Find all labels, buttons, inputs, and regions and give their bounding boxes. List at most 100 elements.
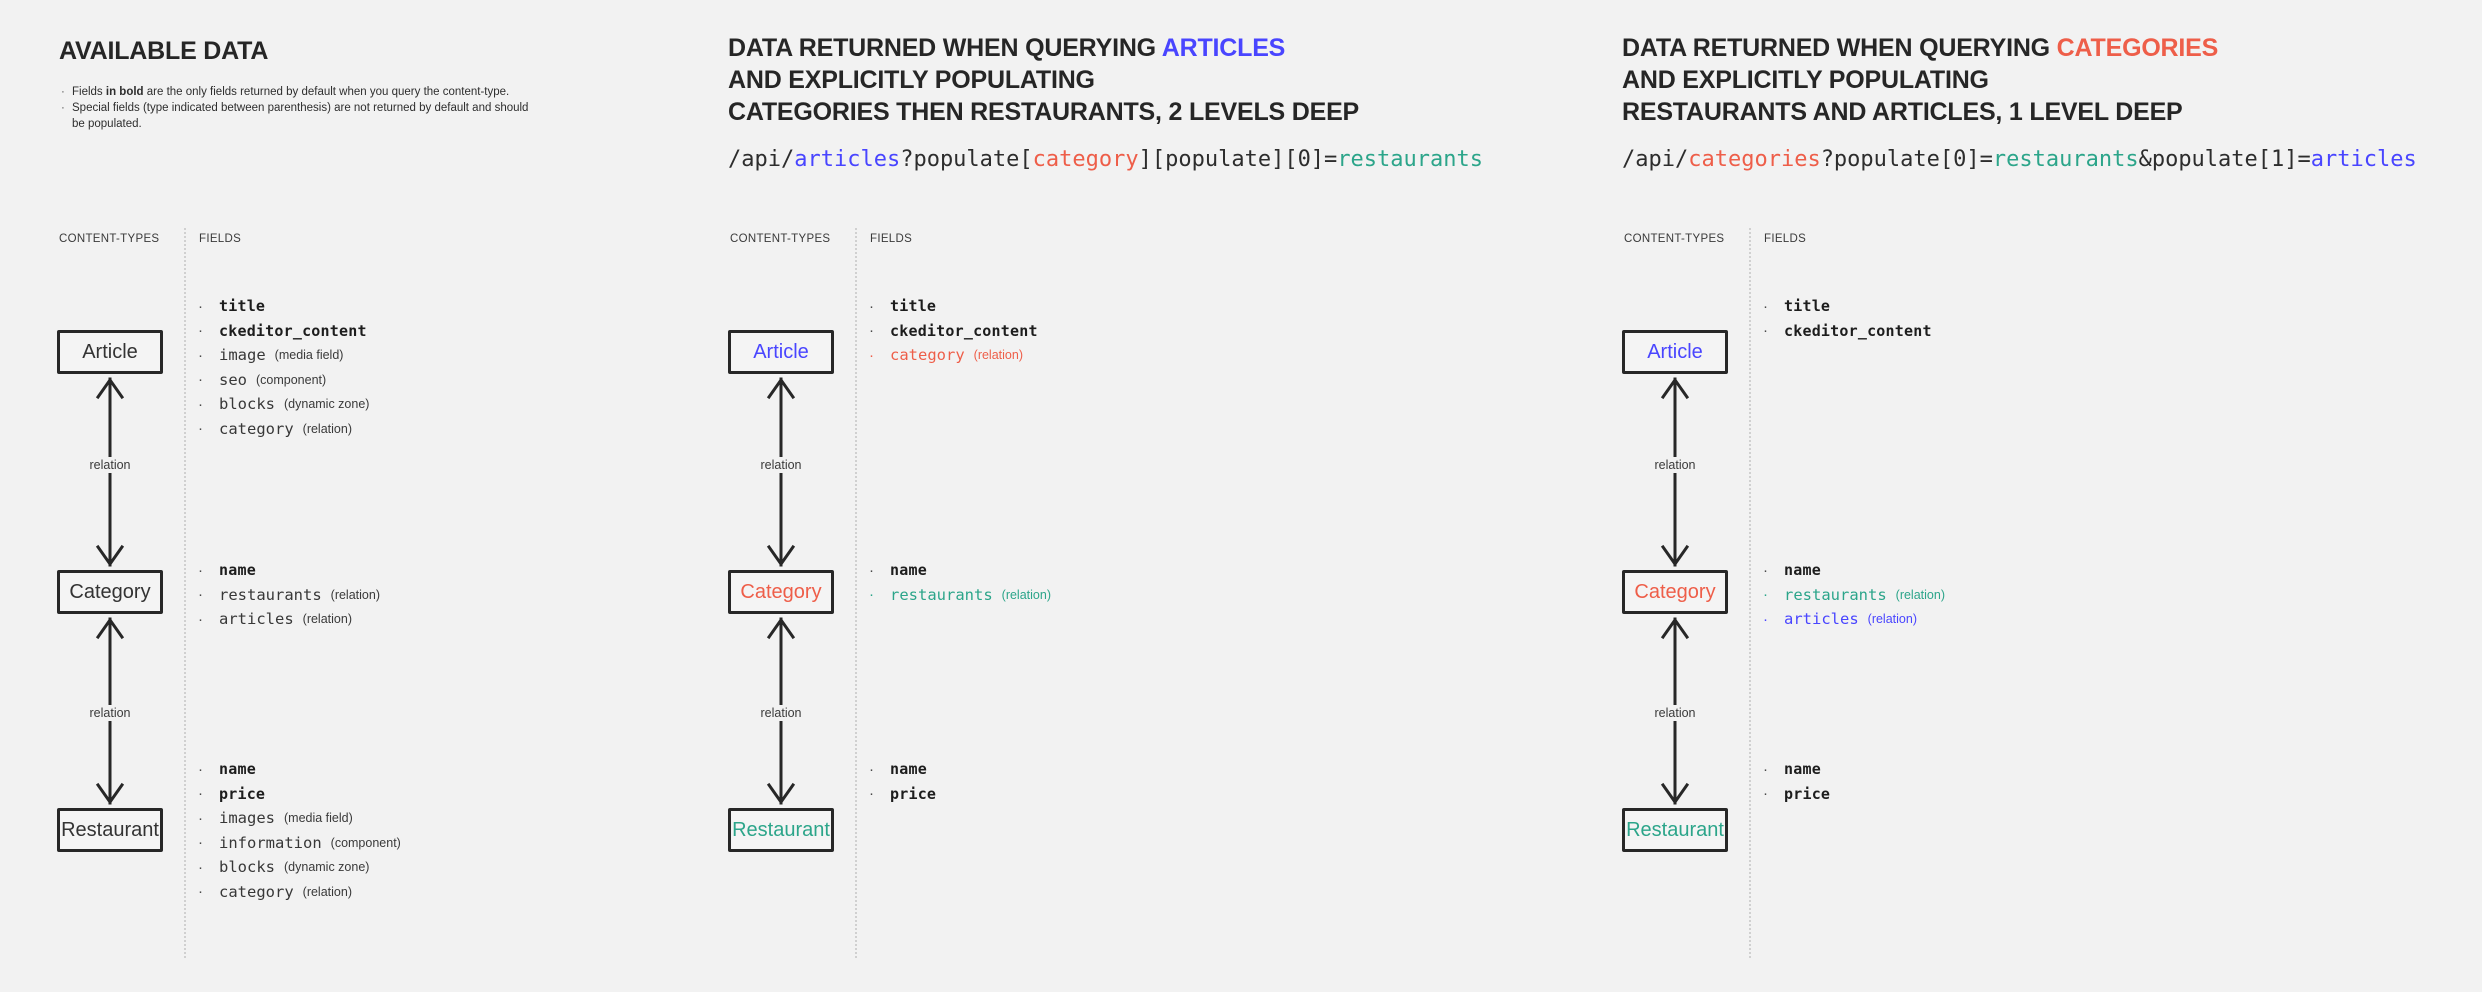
field-name: information [219,833,322,852]
bullet-icon: · [198,760,203,778]
content-type-name: Restaurant [1626,818,1724,841]
relation-label: relation [84,705,136,721]
url-segment: /api/ [1622,147,1689,172]
field-type: (relation) [973,348,1023,363]
field-name: blocks [219,395,275,414]
panel-title: AVAILABLE DATA [59,37,269,65]
api-url: /api/articles?populate[category][populat… [728,147,1483,173]
field-name: name [890,561,927,580]
field-item: · blocks (dynamic zone) [198,392,369,417]
field-item: ·price [1763,782,1830,807]
url-segment: articles [2310,147,2417,172]
fields-list-article: ·title ·ckeditor_content ·category(relat… [869,294,1038,368]
field-item: · title [198,294,369,319]
field-name: seo [219,370,247,389]
field-name: category [219,419,294,438]
heading-accent: CATEGORIES [2056,34,2219,62]
field-name: category [890,346,965,365]
bullet-icon: · [198,561,203,579]
note-bold-text: in bold [105,86,144,98]
relation-label: relation [755,457,807,473]
field-name: articles [1784,610,1859,629]
fields-list-category: ·name ·restaurants(relation) ·articles(r… [1763,558,1945,632]
field-item: ·name [1763,757,1830,782]
field-item: ·category(relation) [869,343,1038,368]
field-type: (component) [330,835,401,850]
content-types-label: CONTENT-TYPES [730,233,831,245]
api-url: /api/categories?populate[0]=restaurants&… [1622,147,2417,173]
bullet-icon: · [1763,297,1768,315]
legend-notes: ·Fields in bold are the only fields retu… [59,84,539,132]
url-segment: ][populate][0]= [1138,147,1338,172]
content-types-label: CONTENT-TYPES [1624,233,1725,245]
content-type-name: Restaurant [732,818,830,841]
bullet-icon: · [61,86,65,98]
content-types-label: CONTENT-TYPES [59,233,160,245]
field-name: price [219,784,266,803]
panel-heading: DATA RETURNED WHEN QUERYING ARTICLES AND… [728,32,1359,128]
note-item: ·Fields in bold are the only fields retu… [59,84,539,100]
field-item: ·seo(component) [198,368,369,393]
bullet-icon: · [198,395,203,413]
field-item: ·name [869,757,936,782]
field-name: blocks [219,858,275,877]
field-item: ·restaurants(relation) [869,583,1051,608]
field-name: ckeditor_content [890,321,1038,340]
heading-line: AND EXPLICITLY POPULATING [1622,66,1989,94]
field-item: ·name [198,757,401,782]
field-item: ·articles(relation) [1763,607,1945,632]
content-type-box-restaurant: Restaurant [728,808,834,852]
field-type: (dynamic zone) [284,860,370,875]
field-item: ·image(media field) [198,343,369,368]
relation-label: relation [1649,705,1701,721]
fields-list-restaurant: ·name ·price [1763,757,1830,806]
url-segment: restaurants [1337,147,1484,172]
field-name: image [219,346,266,365]
heading-line: DATA RETURNED WHEN QUERYING ARTICLES [728,32,1359,64]
panel-heading: DATA RETURNED WHEN QUERYING CATEGORIES A… [1622,32,2218,128]
bullet-icon: · [198,322,203,340]
panel-available-data: AVAILABLE DATA ·Fields in bold are the o… [57,0,707,992]
field-item: ·images(media field) [198,806,401,831]
content-type-name: Article [1647,340,1703,363]
column-separator [855,228,857,958]
heading-line: DATA RETURNED WHEN QUERYING CATEGORIES [1622,32,2218,64]
field-type: (media field) [284,811,353,826]
field-name: title [890,297,937,316]
bullet-icon: · [198,785,203,803]
field-item: · name [869,558,1051,583]
field-name: articles [219,610,294,629]
field-name: title [219,297,266,316]
panel-querying-articles: DATA RETURNED WHEN QUERYING ARTICLES AND… [728,0,1608,992]
content-type-box-article: Article [1622,330,1728,374]
fields-list-category: ·name ·restaurants(relation) ·articles(r… [198,558,380,632]
field-item: ·category(relation) [198,417,369,442]
field-item: ·ckeditor_content [1763,319,1932,344]
field-name: name [1784,760,1821,779]
fields-label: FIELDS [870,233,913,245]
panel-querying-categories: DATA RETURNED WHEN QUERYING CATEGORIES A… [1622,0,2472,992]
bullet-icon: · [198,586,203,604]
field-name: restaurants [890,585,993,604]
field-item: ·blocks(dynamic zone) [198,855,401,880]
bullet-icon: · [1763,610,1768,628]
bullet-icon: · [198,297,203,315]
content-type-name: Category [69,580,151,603]
url-segment: articles [794,147,901,172]
field-name: price [890,784,937,803]
field-type: (dynamic zone) [284,397,370,412]
bullet-icon: · [869,586,874,604]
bullet-icon: · [869,322,874,340]
field-item: · information (component) [198,831,401,856]
content-type-name: Article [82,340,138,363]
url-segment: /api/ [728,147,795,172]
bullet-icon: · [869,561,874,579]
content-type-box-article: Article [728,330,834,374]
field-name: restaurants [1784,585,1887,604]
field-item: ·category(relation) [198,880,401,905]
bullet-icon: · [1763,586,1768,604]
heading-text: DATA RETURNED WHEN QUERYING [1622,34,2057,62]
field-name: title [1784,297,1831,316]
content-type-box-restaurant: Restaurant [57,808,163,852]
bullet-icon: · [198,834,203,852]
